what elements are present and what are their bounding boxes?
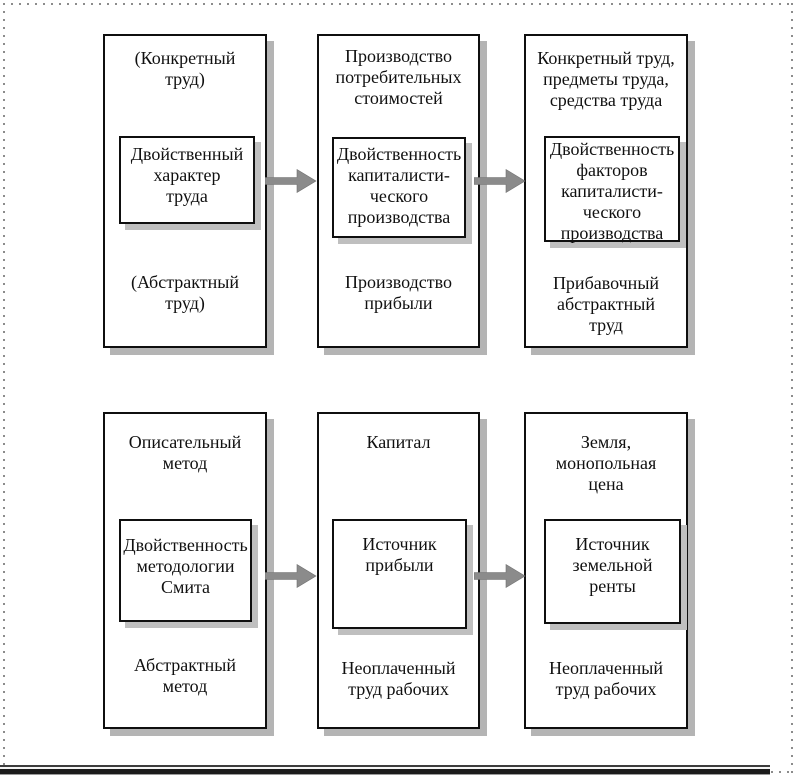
inner-box: Двойственный характер труда bbox=[119, 136, 255, 224]
inner-box: Источник прибыли bbox=[332, 519, 467, 629]
flow-box-dual-character-of-labor: (Конкретный труд) Двойственный характер … bbox=[103, 34, 267, 348]
dotted-border-left bbox=[3, 3, 5, 773]
inner-box: Источник земельной ренты bbox=[544, 519, 681, 624]
inner-box: Двойственность факторов капиталисти- чес… bbox=[544, 136, 680, 243]
flow-box-duality-of-production-factors: Конкретный труд, предметы труда, средств… bbox=[524, 34, 688, 348]
top-label: (Конкретный труд) bbox=[134, 48, 236, 89]
top-label: Описательный метод bbox=[128, 432, 242, 473]
inner-box: Двойственность капиталисти- ческого прои… bbox=[332, 137, 466, 238]
center-label: Источник прибыли bbox=[362, 534, 437, 575]
top-label: Земля, монопольная цена bbox=[555, 432, 657, 494]
arrow-right-icon bbox=[265, 168, 317, 194]
bottom-label: Абстрактный метод bbox=[133, 655, 237, 696]
arrow-right-icon bbox=[265, 563, 317, 589]
bottom-rule bbox=[0, 765, 770, 775]
flow-box-source-of-profit: Капитал Источник прибыли Неоплаченный тр… bbox=[317, 412, 480, 729]
center-label: Двойственность методологии Смита bbox=[123, 535, 248, 597]
arrow-right-icon bbox=[474, 168, 526, 194]
dotted-border-right bbox=[791, 3, 793, 773]
center-label: Двойственный характер труда bbox=[130, 144, 244, 206]
bottom-label: Производство прибыли bbox=[345, 272, 452, 313]
top-label: Конкретный труд, предметы труда, средств… bbox=[537, 48, 675, 110]
flow-box-source-of-land-rent: Земля, монопольная цена Источник земельн… bbox=[524, 412, 688, 729]
dotted-border-top bbox=[3, 3, 793, 5]
bottom-label: Прибавочный абстрактный труд bbox=[552, 273, 660, 335]
bottom-label: Неоплаченный труд рабочих bbox=[549, 658, 663, 699]
flow-box-duality-of-smith-methodology: Описательный метод Двойственность методо… bbox=[103, 412, 267, 729]
bottom-label: Неоплаченный труд рабочих bbox=[341, 658, 456, 699]
top-label: Капитал bbox=[366, 432, 431, 452]
flow-box-duality-of-capitalist-production: Производство потребительных стоимостей Д… bbox=[317, 34, 480, 348]
bottom-label: (Абстрактный труд) bbox=[130, 272, 240, 313]
center-label: Двойственность капиталисти- ческого прои… bbox=[336, 144, 462, 227]
inner-box: Двойственность методологии Смита bbox=[119, 519, 252, 622]
center-label: Двойственность факторов капиталисти- чес… bbox=[549, 139, 675, 243]
top-label: Производство потребительных стоимостей bbox=[335, 46, 462, 108]
arrow-right-icon bbox=[474, 563, 526, 589]
center-label: Источник земельной ренты bbox=[572, 534, 653, 596]
